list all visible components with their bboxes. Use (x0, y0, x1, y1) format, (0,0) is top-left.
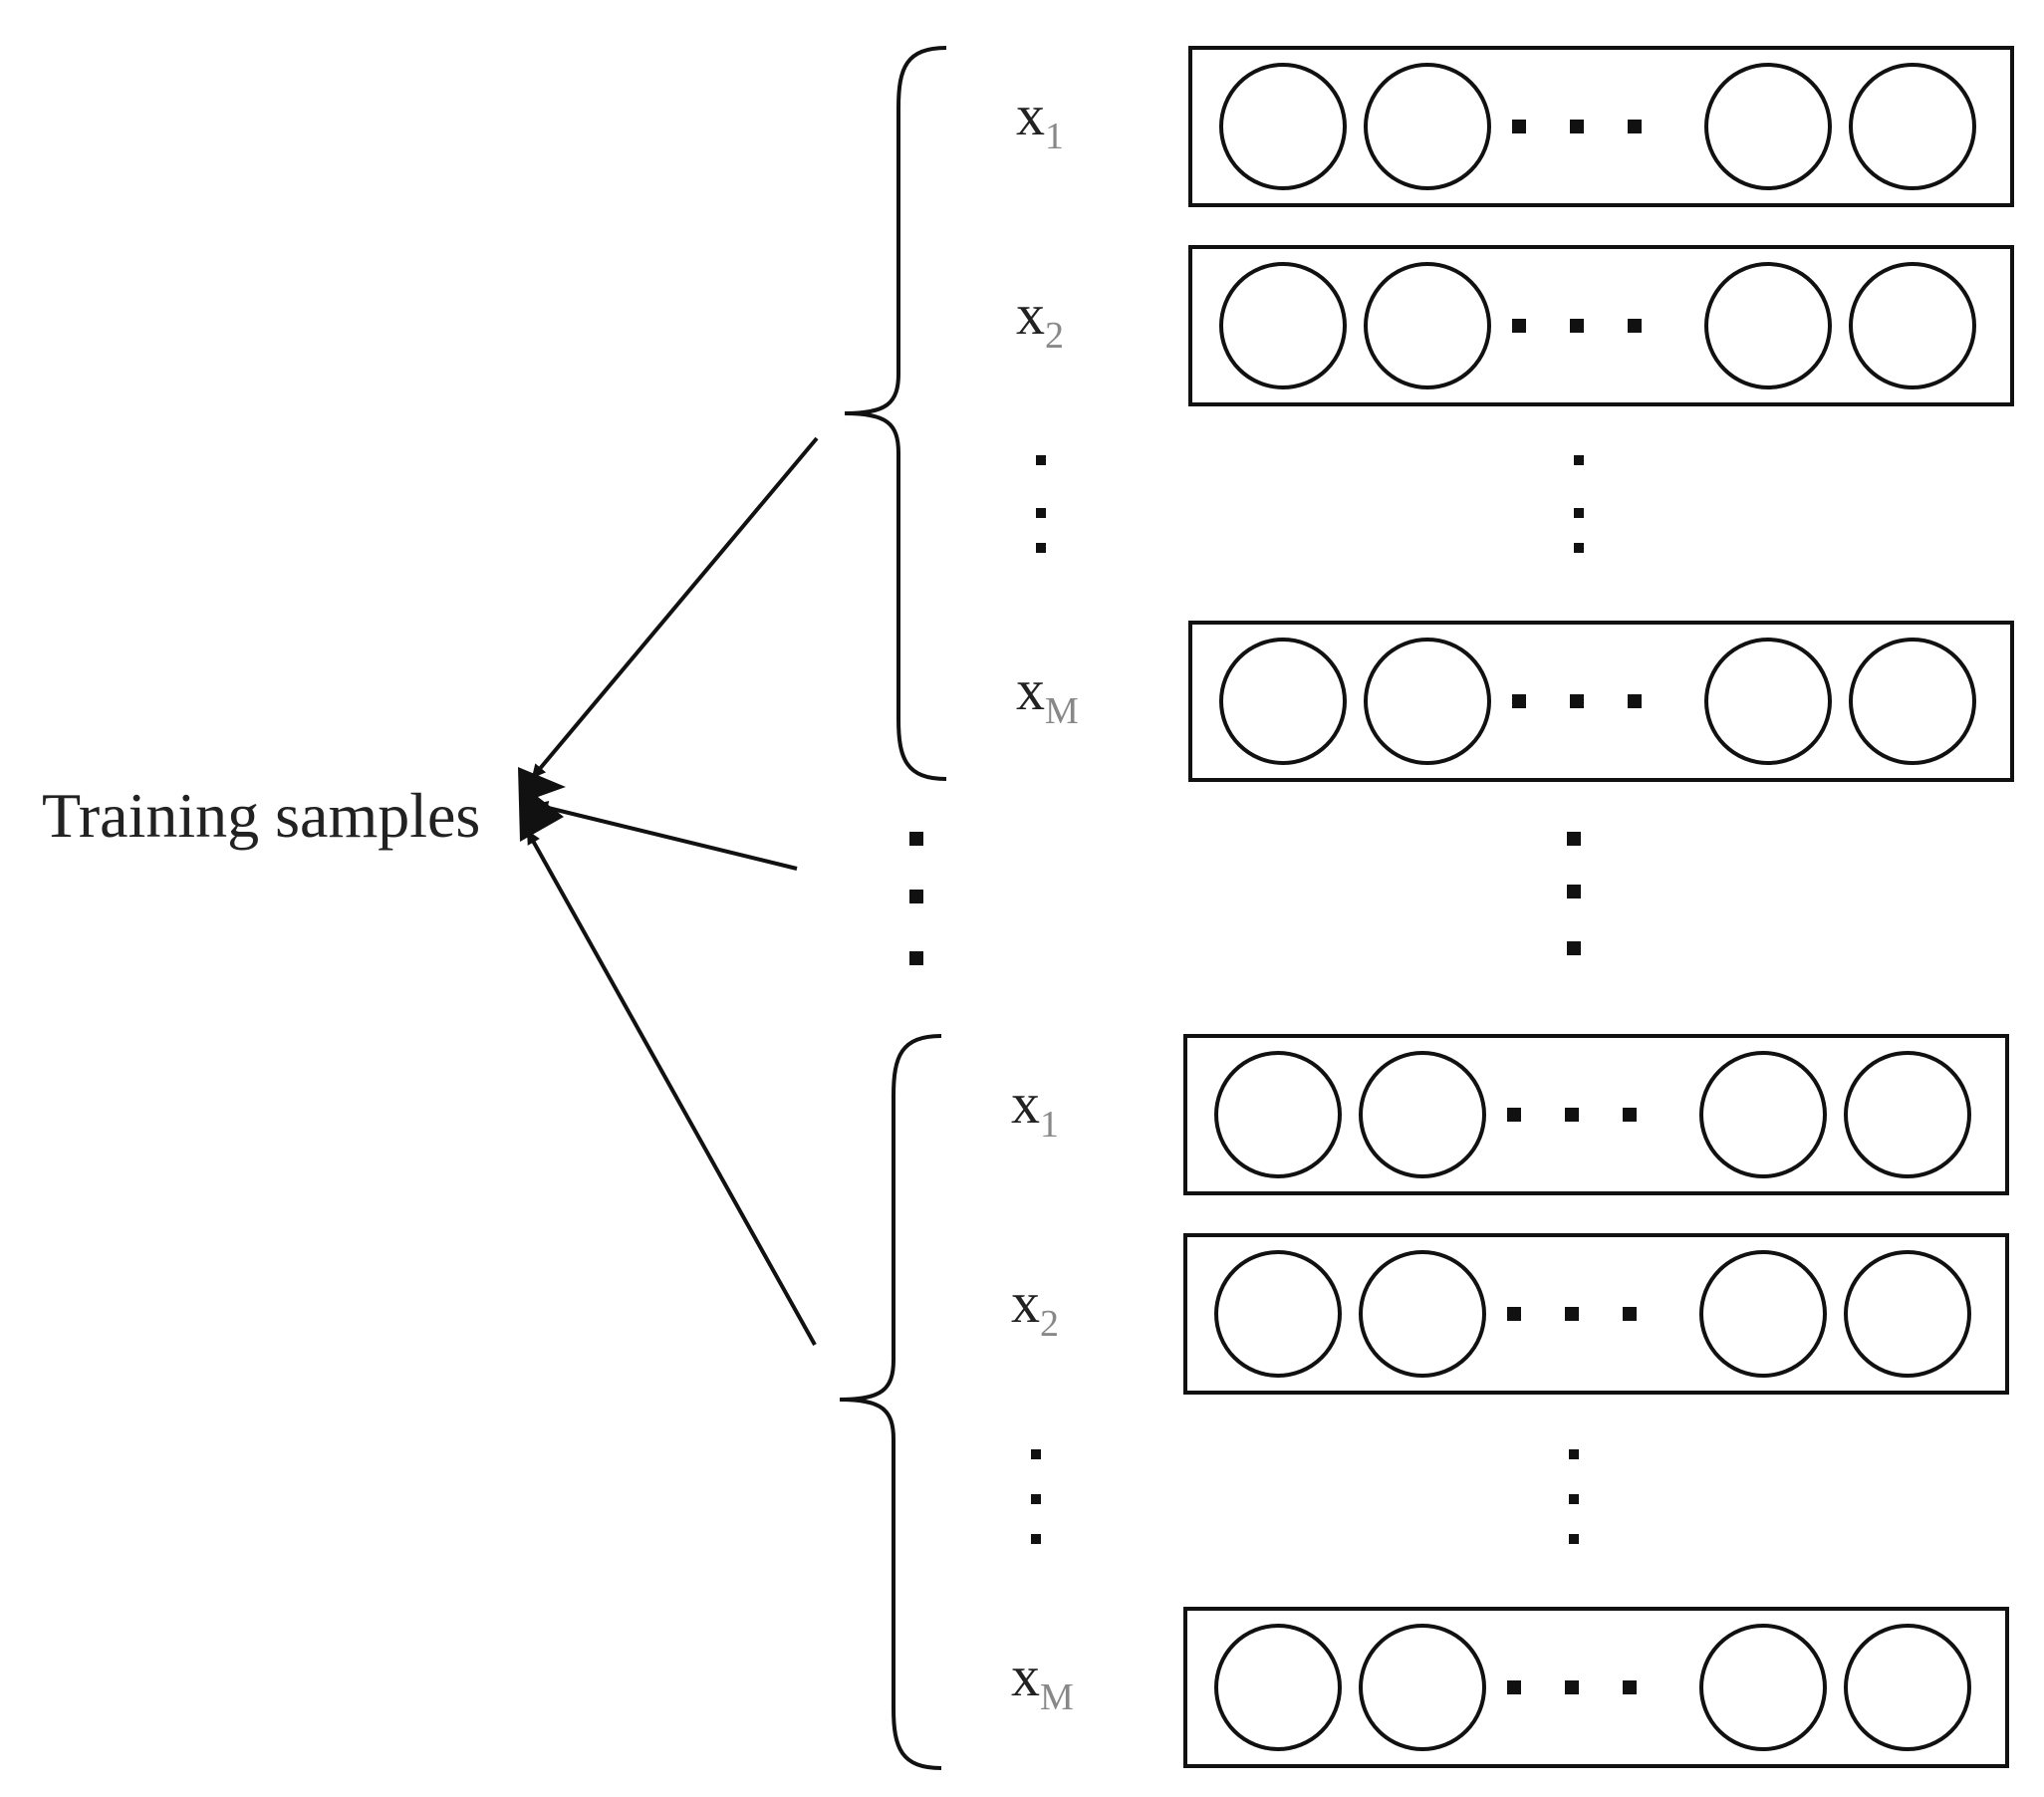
horizontal-ellipsis-dot (1570, 319, 1584, 333)
arrow (534, 801, 798, 871)
feature-vector-row: x2 (1016, 245, 2014, 406)
neuron-circle (1849, 638, 1976, 765)
neuron-circle (1219, 262, 1347, 389)
arrow (526, 830, 817, 1346)
horizontal-ellipsis-dot (1565, 1108, 1579, 1122)
arrows-layer (518, 436, 819, 1346)
feature-vector-row: xM (1011, 1607, 2009, 1768)
sample-group: x1 x2 xM (1011, 1034, 2009, 1768)
neuron-circle (1704, 638, 1832, 765)
neuron-circle (1844, 1624, 1971, 1751)
neuron-circle (1849, 262, 1976, 389)
neuron-circle (1214, 1250, 1342, 1378)
rows-layer: x1 x2 xM x1 x2 xM (1011, 46, 2014, 1768)
horizontal-ellipsis-dot (1507, 1108, 1521, 1122)
neuron-circle (1699, 1250, 1827, 1378)
horizontal-ellipsis-dot (1570, 120, 1584, 133)
neuron-circle (1849, 63, 1976, 190)
vertical-ellipsis-dot (909, 832, 923, 846)
vector-label: x2 (1011, 1270, 1059, 1345)
vector-box (1188, 621, 2014, 782)
horizontal-ellipsis-dot (1507, 1680, 1521, 1694)
neuron-circle (1219, 63, 1347, 190)
vector-box (1183, 1607, 2009, 1768)
arrowhead-cluster (518, 767, 566, 842)
vertical-ellipsis-dot (1567, 832, 1581, 846)
horizontal-ellipsis-dot (1512, 694, 1526, 708)
horizontal-ellipsis-dot (1628, 694, 1642, 708)
vector-label: xM (1011, 1644, 1074, 1718)
vector-label: x1 (1011, 1071, 1059, 1146)
vertical-ellipsis-dot (1031, 1494, 1041, 1504)
vertical-ellipsis-dot (1036, 508, 1046, 518)
horizontal-ellipsis-dot (1565, 1680, 1579, 1694)
curly-brace (844, 46, 947, 781)
horizontal-ellipsis-dot (1628, 120, 1642, 133)
feature-vector-row: x2 (1011, 1233, 2009, 1395)
vector-label: x1 (1016, 83, 1064, 157)
feature-vector-row: xM (1016, 621, 2014, 782)
horizontal-ellipsis-dot (1623, 1307, 1637, 1321)
horizontal-ellipsis-dot (1628, 319, 1642, 333)
neuron-circle (1704, 262, 1832, 389)
training-samples-label: Training samples (42, 780, 480, 851)
neuron-circle (1844, 1250, 1971, 1378)
horizontal-ellipsis-dot (1570, 694, 1584, 708)
neuron-circle (1359, 1250, 1486, 1378)
vertical-ellipsis-dot (1569, 1449, 1579, 1459)
neuron-circle (1219, 638, 1347, 765)
arrow (531, 436, 819, 779)
vector-box (1183, 1034, 2009, 1195)
between-groups-ellipsis (909, 832, 1581, 965)
vertical-ellipsis-dot (1569, 1534, 1579, 1544)
horizontal-ellipsis-dot (1623, 1680, 1637, 1694)
vertical-ellipsis-dot (1031, 1449, 1041, 1459)
horizontal-ellipsis-dot (1565, 1307, 1579, 1321)
curly-brace (839, 1034, 942, 1770)
vector-box (1188, 245, 2014, 406)
horizontal-ellipsis-dot (1512, 120, 1526, 133)
neuron-circle (1214, 1624, 1342, 1751)
neuron-circle (1704, 63, 1832, 190)
vertical-ellipsis-dot (1567, 941, 1581, 955)
neuron-circle (1844, 1051, 1971, 1178)
braces-layer (839, 46, 947, 1770)
horizontal-ellipsis-dot (1512, 319, 1526, 333)
vertical-ellipsis-dot (1036, 543, 1046, 553)
vertical-ellipsis-dot (1574, 455, 1584, 465)
neuron-circle (1364, 262, 1491, 389)
vertical-ellipsis-dot (1036, 455, 1046, 465)
neuron-circle (1699, 1051, 1827, 1178)
vertical-ellipsis-dot (909, 890, 923, 903)
neuron-circle (1359, 1051, 1486, 1178)
horizontal-ellipsis-dot (1623, 1108, 1637, 1122)
feature-vector-row: x1 (1016, 46, 2014, 207)
vertical-ellipsis-dot (1031, 1534, 1041, 1544)
vertical-ellipsis-dot (909, 951, 923, 965)
neuron-circle (1214, 1051, 1342, 1178)
neuron-circle (1364, 638, 1491, 765)
vector-label: x2 (1016, 282, 1064, 357)
neuron-circle (1364, 63, 1491, 190)
vector-box (1188, 46, 2014, 207)
horizontal-ellipsis-dot (1507, 1307, 1521, 1321)
vector-label: xM (1016, 657, 1079, 732)
sample-group: x1 x2 xM (1016, 46, 2014, 782)
vertical-ellipsis-dot (1574, 543, 1584, 553)
vertical-ellipsis-dot (1569, 1494, 1579, 1504)
neuron-circle (1699, 1624, 1827, 1751)
feature-vector-row: x1 (1011, 1034, 2009, 1195)
neuron-circle (1359, 1624, 1486, 1751)
vertical-ellipsis-dot (1567, 885, 1581, 898)
vertical-ellipsis-dot (1574, 508, 1584, 518)
vector-box (1183, 1233, 2009, 1395)
